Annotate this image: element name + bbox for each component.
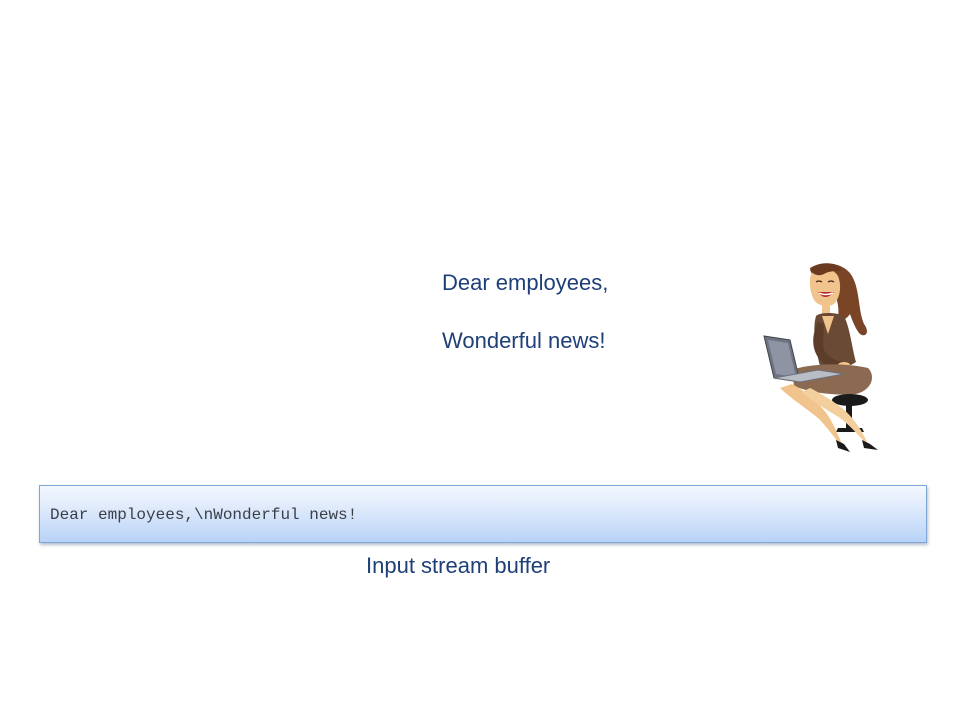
message-body: Wonderful news! xyxy=(442,328,606,353)
woman-typing-on-laptop-icon xyxy=(763,263,878,452)
message-greeting: Dear employees, xyxy=(442,270,609,295)
buffer-content: Dear employees,\nWonderful news! xyxy=(50,506,358,524)
buffer-caption: Input stream buffer xyxy=(366,553,551,578)
input-stream-buffer: Dear employees,\nWonderful news! xyxy=(39,485,927,543)
